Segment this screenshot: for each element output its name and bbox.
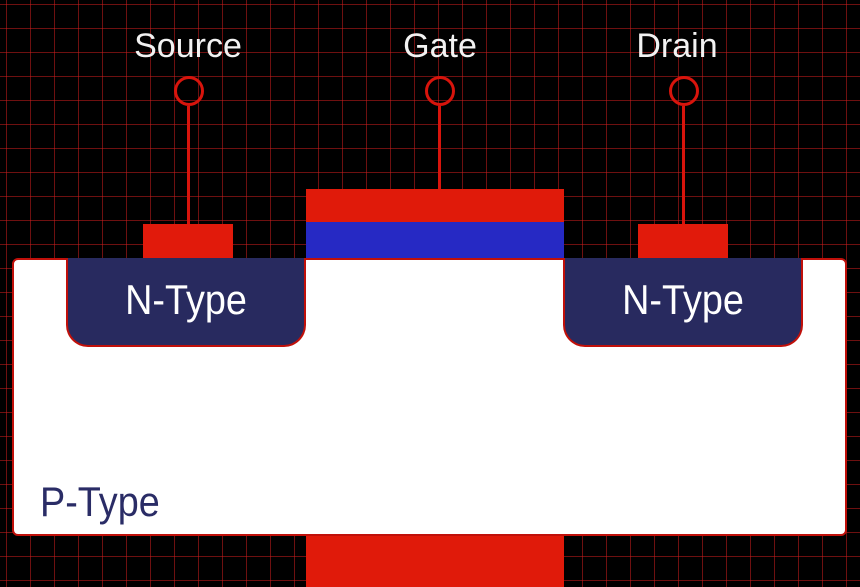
gate-lead: [438, 106, 441, 189]
body-contact: [306, 536, 564, 587]
gate-terminal-icon: [425, 76, 455, 106]
source-contact: [143, 224, 233, 258]
gate-metal-layer: [306, 189, 564, 223]
source-terminal-icon: [174, 76, 204, 106]
gate-label: Gate: [403, 27, 477, 65]
substrate-label: P-Type: [40, 478, 160, 525]
source-lead: [187, 106, 190, 224]
drain-label: Drain: [636, 27, 718, 65]
drain-n-region: [563, 258, 803, 347]
drain-region-label: N-Type: [622, 276, 744, 323]
source-n-region: [66, 258, 306, 347]
source-label: Source: [134, 27, 242, 65]
drain-contact: [638, 224, 728, 258]
drain-lead: [682, 106, 685, 224]
drain-terminal-icon: [669, 76, 699, 106]
gate-oxide-layer: [306, 222, 564, 258]
source-region-label: N-Type: [125, 276, 247, 323]
